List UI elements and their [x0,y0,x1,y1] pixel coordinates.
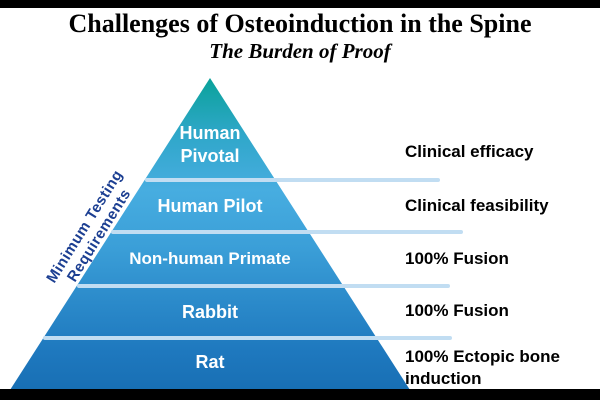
level-separator [77,284,450,288]
bottom-border [0,389,600,400]
requirement-clinical-feasibility: Clinical feasibility [405,196,549,215]
pyramid-level-rabbit: Rabbit [182,302,238,322]
slide-title: Challenges of Osteoinduction in the Spin… [68,9,532,38]
requirement-fusion-rabbit: 100% Fusion [405,301,509,320]
pyramid-level-human-pivotal: Human Pivotal [179,123,241,166]
requirement-ectopic-bone-induction: 100% Ectopic bone induction [405,347,560,388]
pyramid-level-human-pilot: Human Pilot [157,196,263,216]
requirement-fusion-primate: 100% Fusion [405,249,509,268]
level-separator [145,178,440,182]
requirement-clinical-efficacy: Clinical efficacy [405,142,534,161]
top-border [0,0,600,8]
level-separator [111,230,463,234]
level-separator [43,336,452,340]
pyramid-level-rat: Rat [195,352,225,372]
pyramid-level-non-human-primate: Non-human Primate [129,249,291,268]
slide-subtitle: The Burden of Proof [209,39,391,63]
